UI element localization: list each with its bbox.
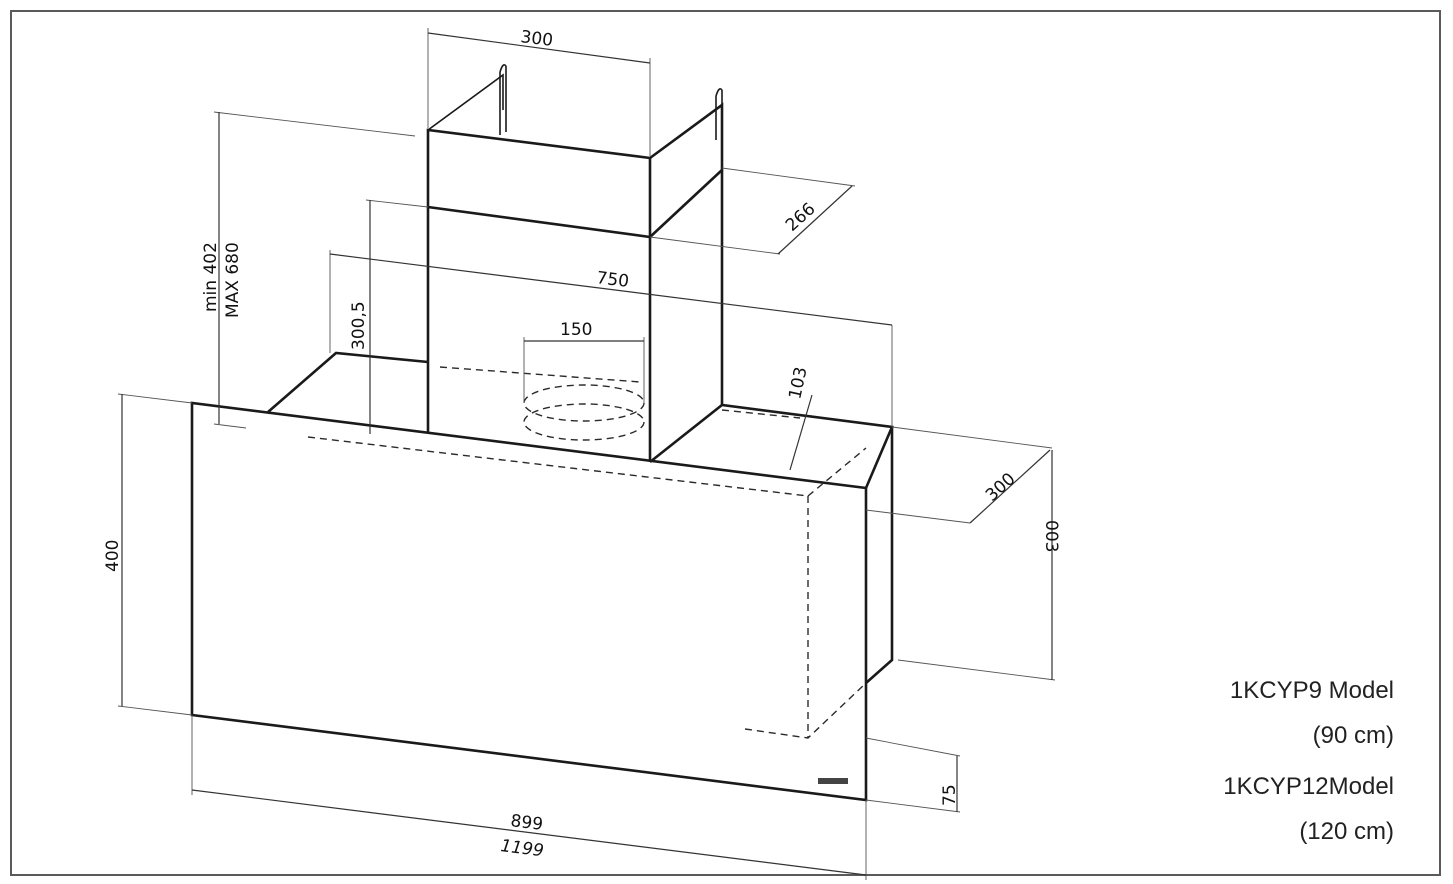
hidden-top-line (307, 436, 809, 497)
model-2-size: (120 cm) (1299, 818, 1394, 845)
hidden-lines (307, 366, 867, 739)
duct-outlet-top (523, 384, 645, 422)
chimney-upper-back-edge (427, 73, 504, 131)
chimney-upper-front (426, 128, 652, 239)
dim-hood-depth: 300 (982, 469, 1020, 506)
chimney-bracket-left (499, 64, 507, 135)
dim-total-width-120: 1199 (499, 836, 544, 861)
dim-height-max: MAX 680 (223, 242, 243, 318)
dim-duct-diameter: 150 (560, 320, 592, 340)
drawing-frame (10, 10, 1441, 876)
dim-offset: 103 (785, 365, 811, 401)
chimney-upper-side (649, 102, 724, 238)
dim-hood-top-height: 300,5 (349, 301, 369, 350)
brand-logo (818, 778, 848, 784)
dim-chimney-depth: 266 (782, 199, 820, 236)
model-1-size: (90 cm) (1313, 722, 1394, 749)
hood-body (190, 351, 894, 802)
dim-glass-height: 400 (103, 540, 123, 572)
dim-total-width-90: 899 (509, 811, 544, 835)
chimney-bracket-right (715, 88, 723, 140)
dim-height-min: min 402 (201, 242, 221, 312)
dim-chimney-width: 300 (519, 27, 554, 51)
chimney-lower-front (426, 207, 652, 462)
dim-bottom-gap: 75 (940, 784, 960, 806)
dim-hood-width: 750 (595, 268, 630, 292)
model-legend: 1KCYP9 Model (90 cm) 1KCYP12Model (120 c… (1223, 677, 1394, 845)
model-2-name: 1KCYP12Model (1223, 773, 1394, 800)
hood-top-deck (267, 351, 894, 489)
duct-outlet-bottom (523, 403, 645, 441)
hidden-bottom (744, 682, 867, 739)
hidden-top-corner (807, 447, 867, 497)
dimension-lines (117, 28, 1056, 880)
hood-side-panel (865, 427, 894, 684)
dimension-labels: 300 266 min 402 MAX 680 300,5 750 150 10… (103, 27, 1061, 861)
model-1-name: 1KCYP9 Model (1230, 677, 1394, 704)
hidden-deck-line (439, 366, 801, 419)
dim-side-height: 003 (1041, 520, 1061, 552)
chimney-cover (426, 64, 724, 462)
